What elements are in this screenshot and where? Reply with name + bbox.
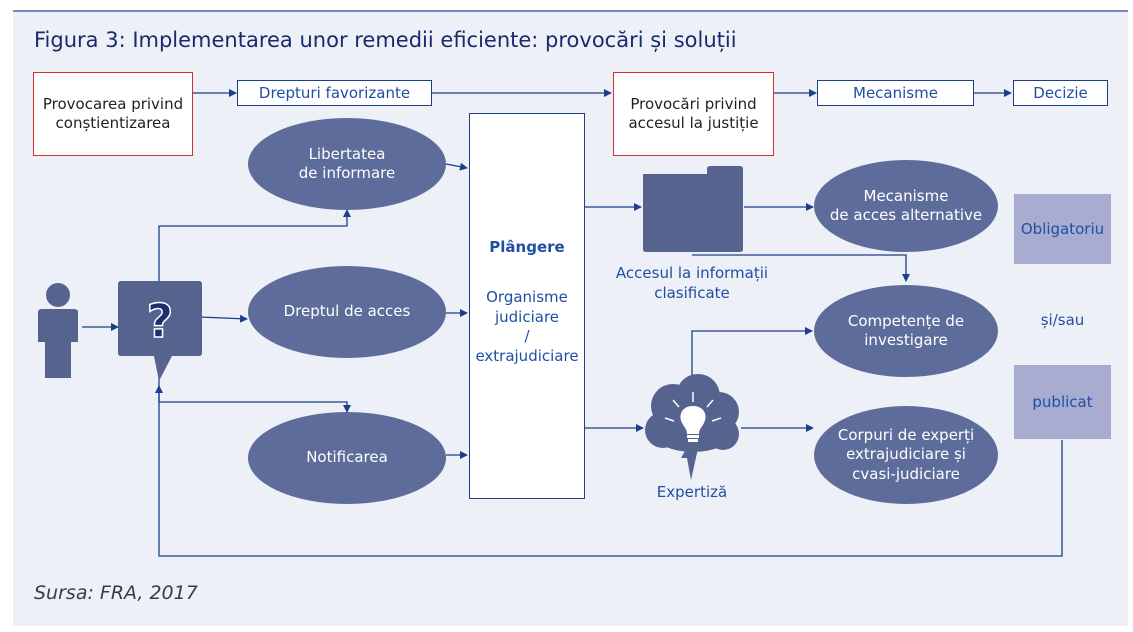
awareness-challenge-line1: Provocarea privind [42,95,184,114]
figure-title: Figura 3: Implementarea unor remedii efi… [34,28,737,52]
complaint-bodies: Organisme judiciare / extrajudiciare [470,288,584,366]
person-icon [38,283,78,378]
favouring-rights-label: Drepturi favorizante [258,83,411,102]
published-label: publicat [1032,393,1093,411]
right-of-access-node: Dreptul de acces [248,266,446,358]
classified-access-line2: clasificate [654,283,730,302]
lightbulb-cloud-icon [645,374,739,480]
freedom-info-line1: Libertatea [308,144,386,163]
expertise-label: Expertiză [656,483,728,501]
expert-bodies-line3: cvasi-judiciare [852,464,960,483]
complaint-bodies-line3: / [524,327,530,345]
classified-access-line1: Accesul la informații [615,264,769,282]
alt-mechanisms-line1: Mecanisme [863,186,949,205]
question-mark-icon: ? [118,281,202,381]
awareness-challenge-line2: conștientizarea [55,114,171,132]
alt-mechanisms-line2: de acces alternative [829,206,983,224]
right-of-access-label: Dreptul de acces [283,302,411,321]
favouring-rights-box: Drepturi favorizante [237,80,432,106]
mechanisms-box: Mecanisme [817,80,974,106]
decision-label: Decizie [1033,83,1088,102]
folder-icon [643,166,743,252]
mandatory-label: Obligatoriu [1020,220,1105,238]
investigation-line1: Competențe de [847,311,965,330]
published-square: publicat [1014,365,1111,439]
complaint-title: Plângere [489,238,565,256]
justice-challenge-line2: accesul la justiție [628,114,759,132]
mandatory-square: Obligatoriu [1014,194,1111,264]
freedom-info-line2: de informare [298,164,396,182]
justice-challenge-line1: Provocări privind [630,95,757,114]
decision-box: Decizie [1013,80,1108,106]
expert-bodies-line2: extrajudiciare și [846,445,966,464]
notification-node: Notificarea [248,412,446,504]
mechanisms-label: Mecanisme [853,83,938,102]
expert-bodies-line1: Corpuri de experți [837,425,975,444]
notification-label: Notificarea [306,448,388,467]
source-note: Sursa: FRA, 2017 [34,582,198,604]
investigation-line2: investigare [864,331,948,349]
complaint-bodies-line1: Organisme [486,288,568,306]
and-or-label: și/sau [1040,311,1085,329]
svg-text:?: ? [147,294,174,348]
complaint-box: Plângere Organisme judiciare / extrajudi… [469,113,585,499]
complaint-bodies-line4: extrajudiciare [475,346,579,365]
complaint-bodies-line2: judiciare [494,307,560,326]
